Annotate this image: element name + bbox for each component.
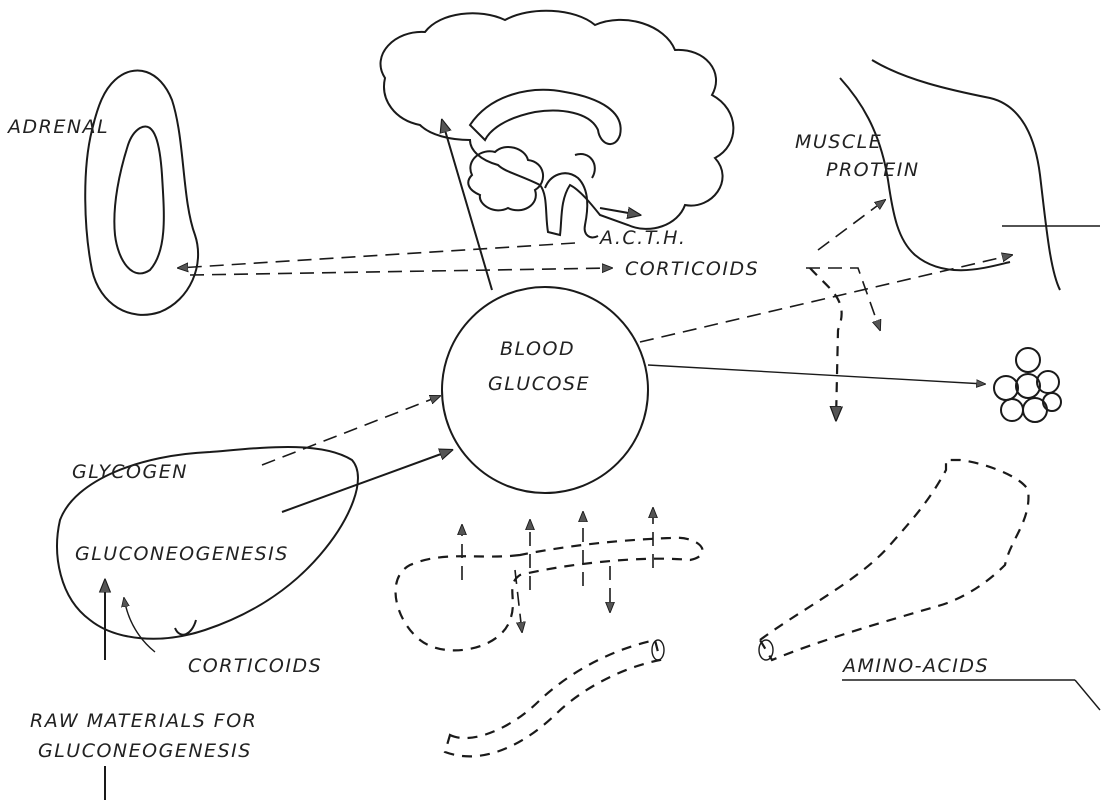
label-glycogen: GLYCOGEN [72, 461, 188, 483]
label-acth: A.C.T.H. [598, 227, 686, 249]
arrow-corticoids-down [810, 268, 842, 420]
arrow-glycogen-glucose [262, 396, 440, 465]
label-adrenal: ADRENAL [6, 116, 109, 138]
label-blood: BLOOD [500, 338, 575, 360]
arrow-acth-out [600, 208, 640, 215]
arrow-corticoids-muscle [818, 200, 885, 250]
label-amino-acids: AMINO-ACIDS [841, 655, 989, 677]
arrow-glucose-to-fat [648, 365, 985, 384]
label-corticoids-top: CORTICOIDS [625, 258, 759, 280]
label-corticoids-bottom: CORTICOIDS [188, 655, 322, 677]
fat-cells [994, 348, 1061, 422]
label-gluconeogenesis: GLUCONEOGENESIS [75, 543, 289, 565]
arrow-liver-to-glucose [282, 450, 452, 512]
label-protein: PROTEIN [826, 159, 920, 181]
adrenal-gland [85, 70, 198, 314]
label-muscle: MUSCLE [795, 131, 882, 153]
arrow-adrenal-corticoids [190, 268, 612, 275]
dashed-arrows [178, 200, 1012, 632]
labels: ADRENAL MUSCLE PROTEIN A.C.T.H. CORTICOI… [6, 116, 989, 762]
arrow-corticoids-fat [806, 268, 880, 330]
arrow-acth-to-adrenal [178, 243, 575, 268]
intestine-outline [396, 460, 1029, 756]
label-glucose: GLUCOSE [488, 373, 590, 395]
label-raw-materials-2: GLUCONEOGENESIS [38, 740, 252, 762]
label-raw-materials-1: RAW MATERIALS FOR [30, 710, 257, 732]
brain [381, 11, 734, 238]
arrow-corticoids-liver [124, 598, 155, 652]
